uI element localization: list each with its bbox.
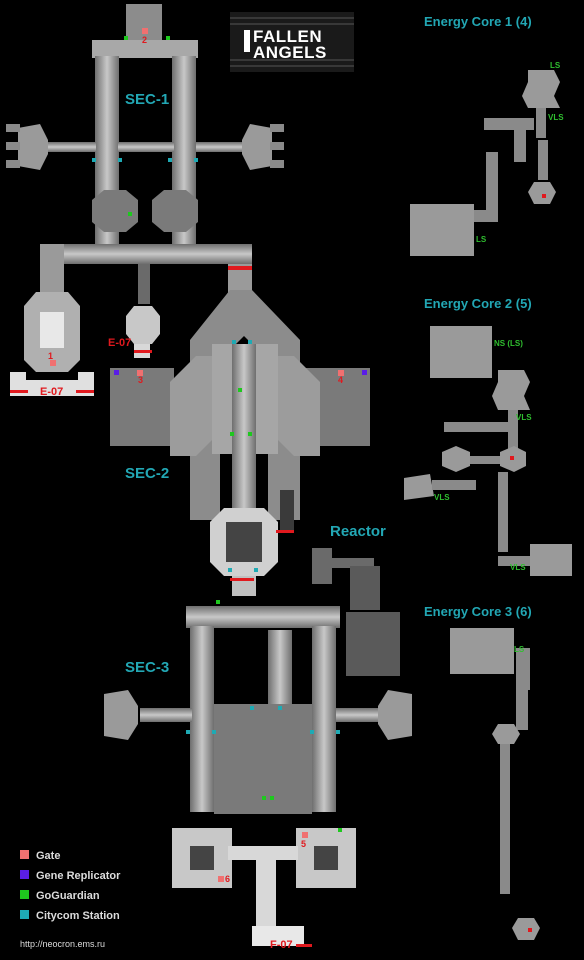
legend-swatch-gene-replicator [20,870,29,879]
logo-line2: ANGELS [253,43,327,62]
exit-e07-left: E-07 [40,386,63,398]
exit-f07: F-07 [270,939,293,951]
sec1-area [6,4,284,304]
legend-swatch-citycom [20,910,29,919]
reactor-label: Reactor [330,523,386,540]
energy-core-2-label: Energy Core 2 (5) [424,296,532,311]
core2-vls3-label: VLS [510,563,526,572]
gate-number: 1 [48,351,53,361]
core3-ls-label: LS [514,645,525,654]
gate-number: 6 [225,874,230,884]
energy-core-3-label: Energy Core 3 (6) [424,604,532,619]
energy-core-2-map [404,326,572,576]
core2-vls2-label: VLS [434,493,450,502]
gate-number: 4 [338,375,343,385]
legend-label: GoGuardian [36,890,100,902]
legend-label: Gene Replicator [36,870,121,882]
core1-ls-bottom-label: LS [476,235,487,244]
sec2-label: SEC-2 [125,465,169,482]
exit-e07-mid: E-07 [108,337,131,349]
sec3-label: SEC-3 [125,659,169,676]
gate-number: 5 [301,839,306,849]
exit-bars [10,266,312,947]
energy-core-1-label: Energy Core 1 (4) [424,14,532,29]
core2-ns-label: NS (LS) [494,339,523,348]
reactor-area [280,490,400,676]
e07-left-pod [10,292,94,396]
logo-line1: FALLEN [253,27,322,46]
gate-number: 2 [142,35,147,45]
fallen-angels-logo: FALLEN ANGELS [230,12,354,72]
legend: Gate Gene Replicator GoGuardian Citycom … [20,850,121,922]
legend-label: Citycom Station [36,910,120,922]
markers [50,28,546,932]
legend-label: Gate [36,850,60,862]
sec3-area [104,606,412,946]
core2-vls1-label: VLS [516,413,532,422]
gate-number: 3 [138,375,143,385]
legend-swatch-gate [20,850,29,859]
source-url: http://neocron.ems.ru [20,939,105,949]
energy-core-1-map [410,70,560,256]
energy-core-3-map [450,628,540,940]
core1-vls-label: VLS [548,113,564,122]
sec2-area [110,290,370,596]
sec1-label: SEC-1 [125,91,169,108]
core1-ls-label: LS [550,61,561,70]
legend-swatch-goguardian [20,890,29,899]
